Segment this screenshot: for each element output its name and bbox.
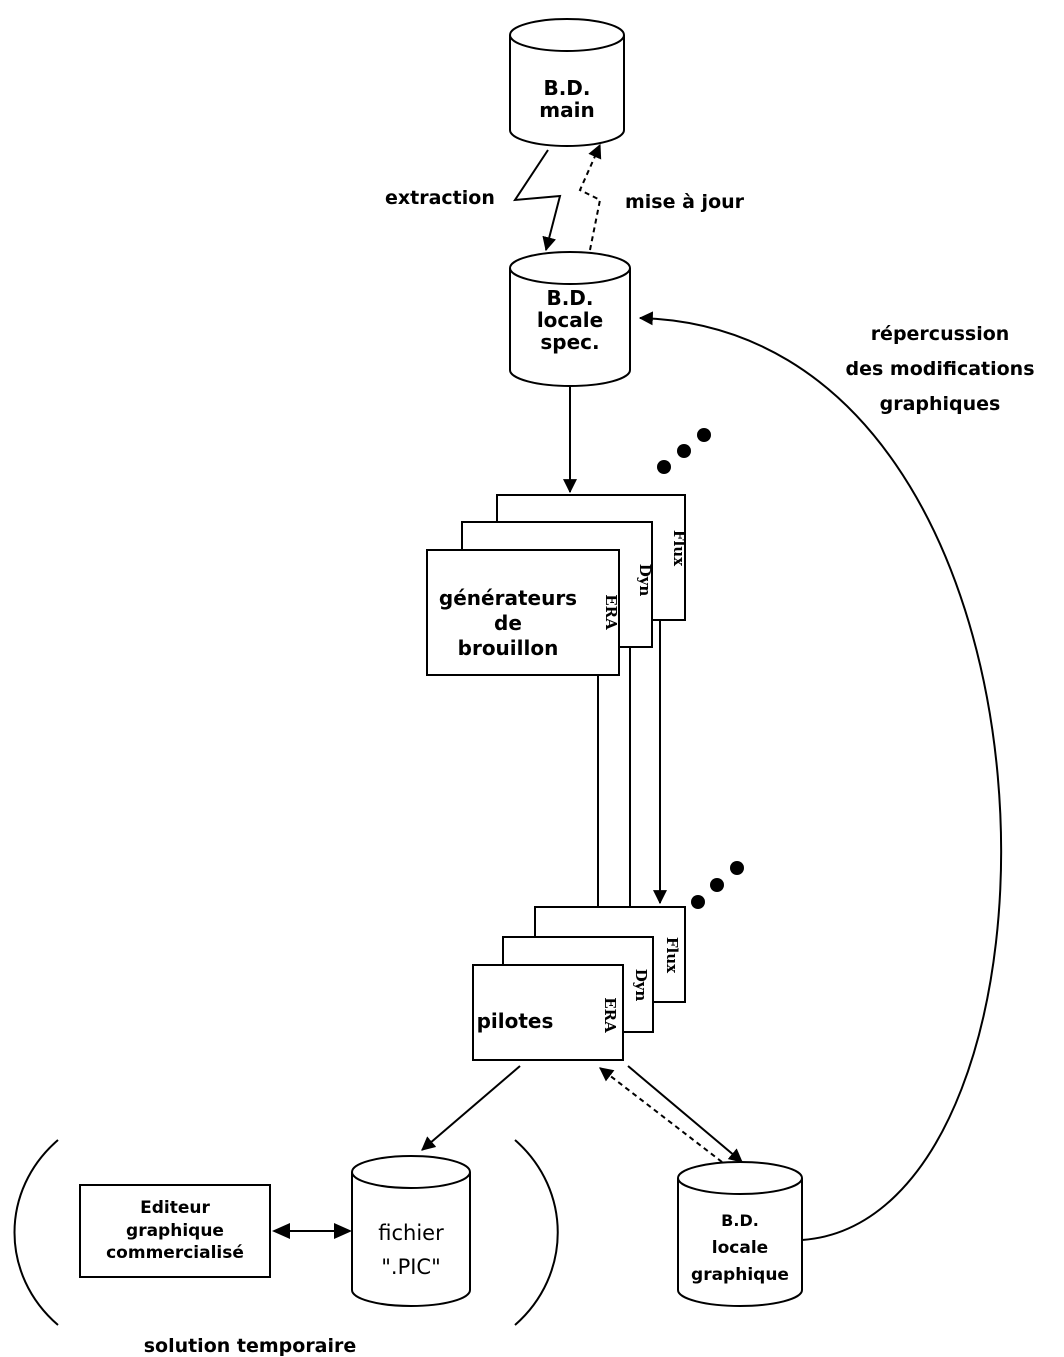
db-locale-spec-cylinder: B.D. locale spec.	[509, 251, 631, 387]
solution-temporaire-label: solution temporaire	[144, 1335, 357, 1357]
generateurs-tab-dyn: Dyn	[636, 564, 654, 597]
fichier-line2: ".PIC"	[381, 1255, 441, 1279]
fichier-line1: fichier	[378, 1221, 444, 1245]
mise-a-jour-arrow	[578, 143, 602, 251]
right-parenthesis	[514, 1139, 559, 1326]
pilotes-stack: pilotes ERA Dyn Flux	[472, 906, 686, 1061]
pilotes-label: pilotes	[477, 1009, 554, 1033]
db-main-line2: main	[539, 98, 594, 122]
db-locale-graphique-cylinder: B.D. locale graphique	[677, 1161, 803, 1307]
generateurs-line1: générateurs	[439, 586, 577, 610]
generateurs-box-era	[426, 549, 620, 676]
mise-a-jour-label: mise à jour	[625, 191, 745, 213]
pilotes-to-graphique-arrow	[627, 1065, 743, 1163]
left-parenthesis	[13, 1139, 59, 1326]
extraction-arrow	[513, 149, 562, 252]
pilotes-tab-era: ERA	[601, 997, 619, 1033]
editeur-fichier-double-arrow	[272, 1223, 352, 1239]
generateurs-line2: de	[494, 611, 522, 635]
pilotes-to-fichier-arrow	[421, 1065, 521, 1151]
pilotes-tab-dyn: Dyn	[632, 969, 650, 1002]
generateurs-tab-era: ERA	[602, 594, 620, 630]
repercussion-label-1: répercussion	[871, 323, 1010, 345]
repercussion-label-2: des modifications	[845, 358, 1034, 380]
generateurs-stack: générateurs de brouillon ERA Dyn Flux	[426, 494, 688, 676]
db-locale-spec-line1: B.D.	[546, 286, 593, 310]
fichier-pic-cylinder: fichier ".PIC"	[351, 1155, 471, 1307]
generateurs-tab-flux: Flux	[670, 530, 688, 567]
graphique-to-pilotes-dashed-arrow	[599, 1067, 723, 1163]
repercussion-label-3: graphiques	[880, 393, 1001, 415]
extraction-label: extraction	[385, 187, 495, 209]
editeur-line3: commercialisé	[106, 1243, 244, 1263]
pilotes-ellipsis-dots	[691, 861, 744, 909]
pilotes-tab-flux: Flux	[663, 937, 681, 974]
pilotes-box-era	[472, 964, 624, 1061]
db-locale-spec-line3: spec.	[540, 330, 599, 354]
generateurs-ellipsis-dots	[657, 428, 711, 474]
db-main-line1: B.D.	[543, 76, 590, 100]
editeur-line1: Editeur	[140, 1198, 210, 1218]
generateurs-line3: brouillon	[458, 636, 559, 660]
db-main-cylinder: B.D. main	[509, 18, 625, 147]
editeur-line2: graphique	[126, 1221, 224, 1241]
db-locale-spec-line2: locale	[537, 308, 603, 332]
editeur-graphique-box: Editeur graphique commercialisé	[79, 1184, 271, 1278]
db-graphique-line3: graphique	[691, 1265, 789, 1285]
repercussion-arrow	[638, 311, 1003, 1241]
db-graphique-line1: B.D.	[721, 1211, 759, 1230]
db-graphique-line2: locale	[712, 1238, 768, 1258]
